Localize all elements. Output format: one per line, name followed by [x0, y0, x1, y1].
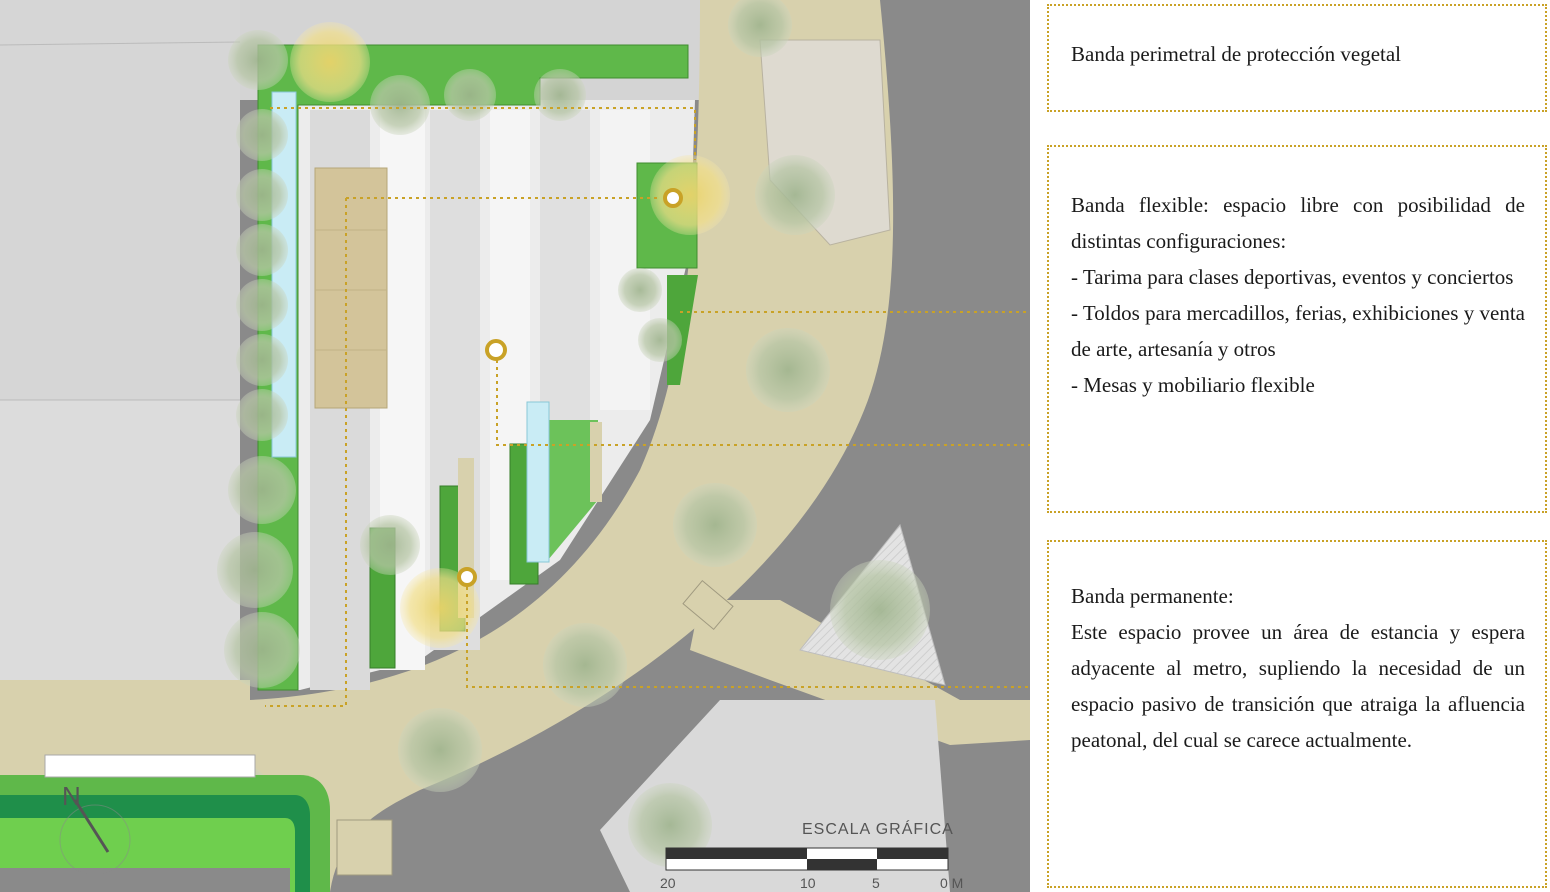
site-plan: N ESCALA GRÁFICA 20 10 5 0 M — [0, 0, 1030, 892]
scale-bar: ESCALA GRÁFICA 20 10 5 0 M — [660, 819, 963, 891]
flowering-tree — [290, 22, 370, 102]
kiosk — [682, 579, 734, 631]
panel-permanente: Banda permanente: Este espacio provee un… — [1047, 540, 1547, 888]
panel-flexible-item: - Tarima para clases deportivas, eventos… — [1071, 265, 1514, 289]
bench — [590, 422, 602, 502]
panel-perimetral: Banda perimetral de protección vegetal — [1047, 4, 1547, 112]
callout-marker-flexible — [663, 188, 683, 208]
panel-flexible-title: Banda flexible: espacio libre con posibi… — [1071, 193, 1525, 253]
callout-leaders — [265, 107, 1030, 707]
road-lower — [0, 868, 290, 892]
flowering-tree — [650, 155, 730, 235]
panel-flexible: Banda flexible: espacio libre con posibi… — [1047, 145, 1547, 513]
crosswalk-strip — [690, 600, 1030, 745]
panel-flexible-item: - Toldos para mercadillos, ferias, exhib… — [1071, 301, 1525, 361]
scale-tick-10: 10 — [800, 875, 816, 891]
callout-marker-center — [485, 339, 507, 361]
water-strip — [526, 401, 550, 563]
block-divider — [0, 41, 241, 46]
north-label: N — [62, 781, 81, 811]
kiosk — [336, 819, 393, 876]
building-block-west-lower — [0, 400, 240, 680]
scale-tick-5: 5 — [872, 875, 880, 891]
north-arrow: N — [59, 781, 131, 876]
planter — [667, 275, 698, 385]
panel-permanente-title: Banda permanente: — [1071, 584, 1234, 608]
flowering-tree — [400, 568, 480, 648]
scale-tick-0: 0 M — [940, 875, 963, 891]
callout-marker-permanente — [457, 567, 477, 587]
bus-stop — [44, 754, 256, 778]
panel-flexible-item: - Mesas y mobiliario flexible — [1071, 373, 1315, 397]
panel-perimetral-title: Banda perimetral de protección vegetal — [1071, 42, 1402, 66]
planter — [548, 420, 598, 560]
panel-permanente-body: Este espacio provee un área de estancia … — [1071, 620, 1525, 752]
scale-tick-20: 20 — [660, 875, 676, 891]
stage-platform — [314, 167, 388, 409]
scale-title: ESCALA GRÁFICA — [802, 819, 954, 838]
